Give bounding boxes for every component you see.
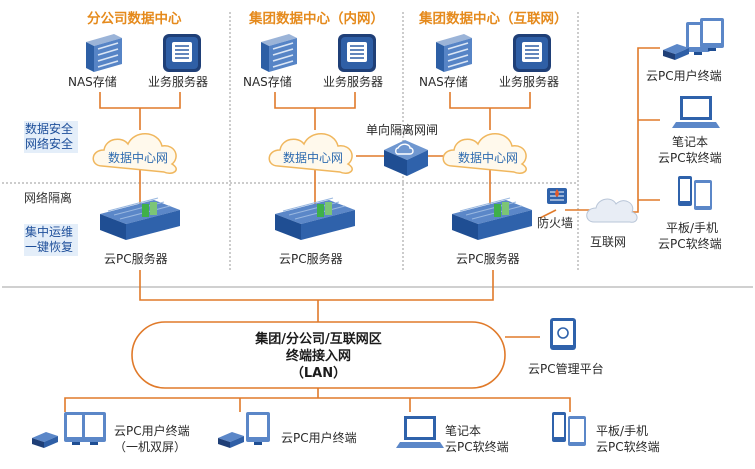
nas-label: NAS存储 <box>419 75 468 89</box>
cloud-label: 数据中心网 <box>283 151 344 165</box>
rack-server-icon <box>274 197 356 241</box>
nas-label: NAS存储 <box>243 75 292 89</box>
bottom-terminal-label: 云PC用户终端 <box>281 431 357 445</box>
internet-label: 互联网 <box>590 235 627 249</box>
tablet-icon <box>552 412 586 446</box>
right-laptop-label-2: 云PC软终端 <box>658 151 722 165</box>
security-label-1: 数据安全 <box>25 122 74 136</box>
lan-title: 集团/分公司/互联网区 <box>255 332 382 347</box>
gateway-label: 单向隔离网闸 <box>366 123 439 137</box>
dc2-title: 集团数据中心（内网） <box>249 11 384 27</box>
dc3-title: 集团数据中心（互联网） <box>419 11 568 27</box>
server-icon <box>162 33 202 73</box>
monitor-icon <box>32 412 106 448</box>
security-label-bg <box>24 121 78 153</box>
dc1-title: 分公司数据中心 <box>87 11 182 27</box>
lan-type: （LAN） <box>290 366 347 381</box>
bottom-tablet-label-2: 云PC软终端 <box>596 440 660 454</box>
pc-server-label: 云PC服务器 <box>456 252 520 266</box>
pc-server-label: 云PC服务器 <box>104 252 168 266</box>
mgmt-label: 云PC管理平台 <box>528 362 604 376</box>
laptop-icon <box>672 96 720 128</box>
server-icon <box>337 33 377 73</box>
nas-icon <box>85 33 123 73</box>
laptop-icon <box>396 416 444 448</box>
lan-oval <box>131 321 506 389</box>
server-icon <box>512 33 552 73</box>
firewall-icon <box>547 188 567 204</box>
bottom-terminal-label-1: 云PC用户终端 <box>114 424 190 438</box>
rack-server-icon <box>451 197 533 241</box>
ops-label-1: 集中运维 <box>25 225 74 239</box>
isolation-label: 网络隔离 <box>24 191 73 205</box>
right-laptop-label-1: 笔记本 <box>672 135 709 149</box>
server-label: 业务服务器 <box>148 75 209 89</box>
monitor-icon <box>218 412 270 448</box>
bottom-laptop-label-1: 笔记本 <box>445 424 482 438</box>
bottom-tablet-label-1: 平板/手机 <box>596 424 649 438</box>
monitor-icon <box>663 18 724 60</box>
gateway-icon <box>384 140 428 176</box>
nas-icon <box>260 33 298 73</box>
mgmt-platform-icon <box>550 318 576 350</box>
server-label: 业务服务器 <box>499 75 560 89</box>
pc-server-label: 云PC服务器 <box>279 252 343 266</box>
rack-server-icon <box>99 197 181 241</box>
connectors <box>64 47 660 412</box>
ops-label-2: 一键恢复 <box>25 240 74 254</box>
ops-label-bg <box>24 224 78 256</box>
nas-label: NAS存储 <box>68 75 117 89</box>
right-tablet-label-2: 云PC软终端 <box>658 237 722 251</box>
bottom-terminal-label-2: （一机双屏） <box>114 440 187 454</box>
cloud-label: 数据中心网 <box>108 151 169 165</box>
server-label: 业务服务器 <box>323 75 384 89</box>
tablet-icon <box>678 176 712 210</box>
firewall-label: 防火墙 <box>537 216 574 230</box>
cloud-label: 数据中心网 <box>458 151 519 165</box>
bottom-laptop-label-2: 云PC软终端 <box>445 440 509 454</box>
security-label-2: 网络安全 <box>25 137 74 151</box>
right-terminal-label: 云PC用户终端 <box>646 69 722 83</box>
lan-subtitle: 终端接入网 <box>285 349 351 364</box>
cloud-icon <box>586 198 638 223</box>
right-tablet-label-1: 平板/手机 <box>666 221 719 235</box>
nas-icon <box>435 33 473 73</box>
